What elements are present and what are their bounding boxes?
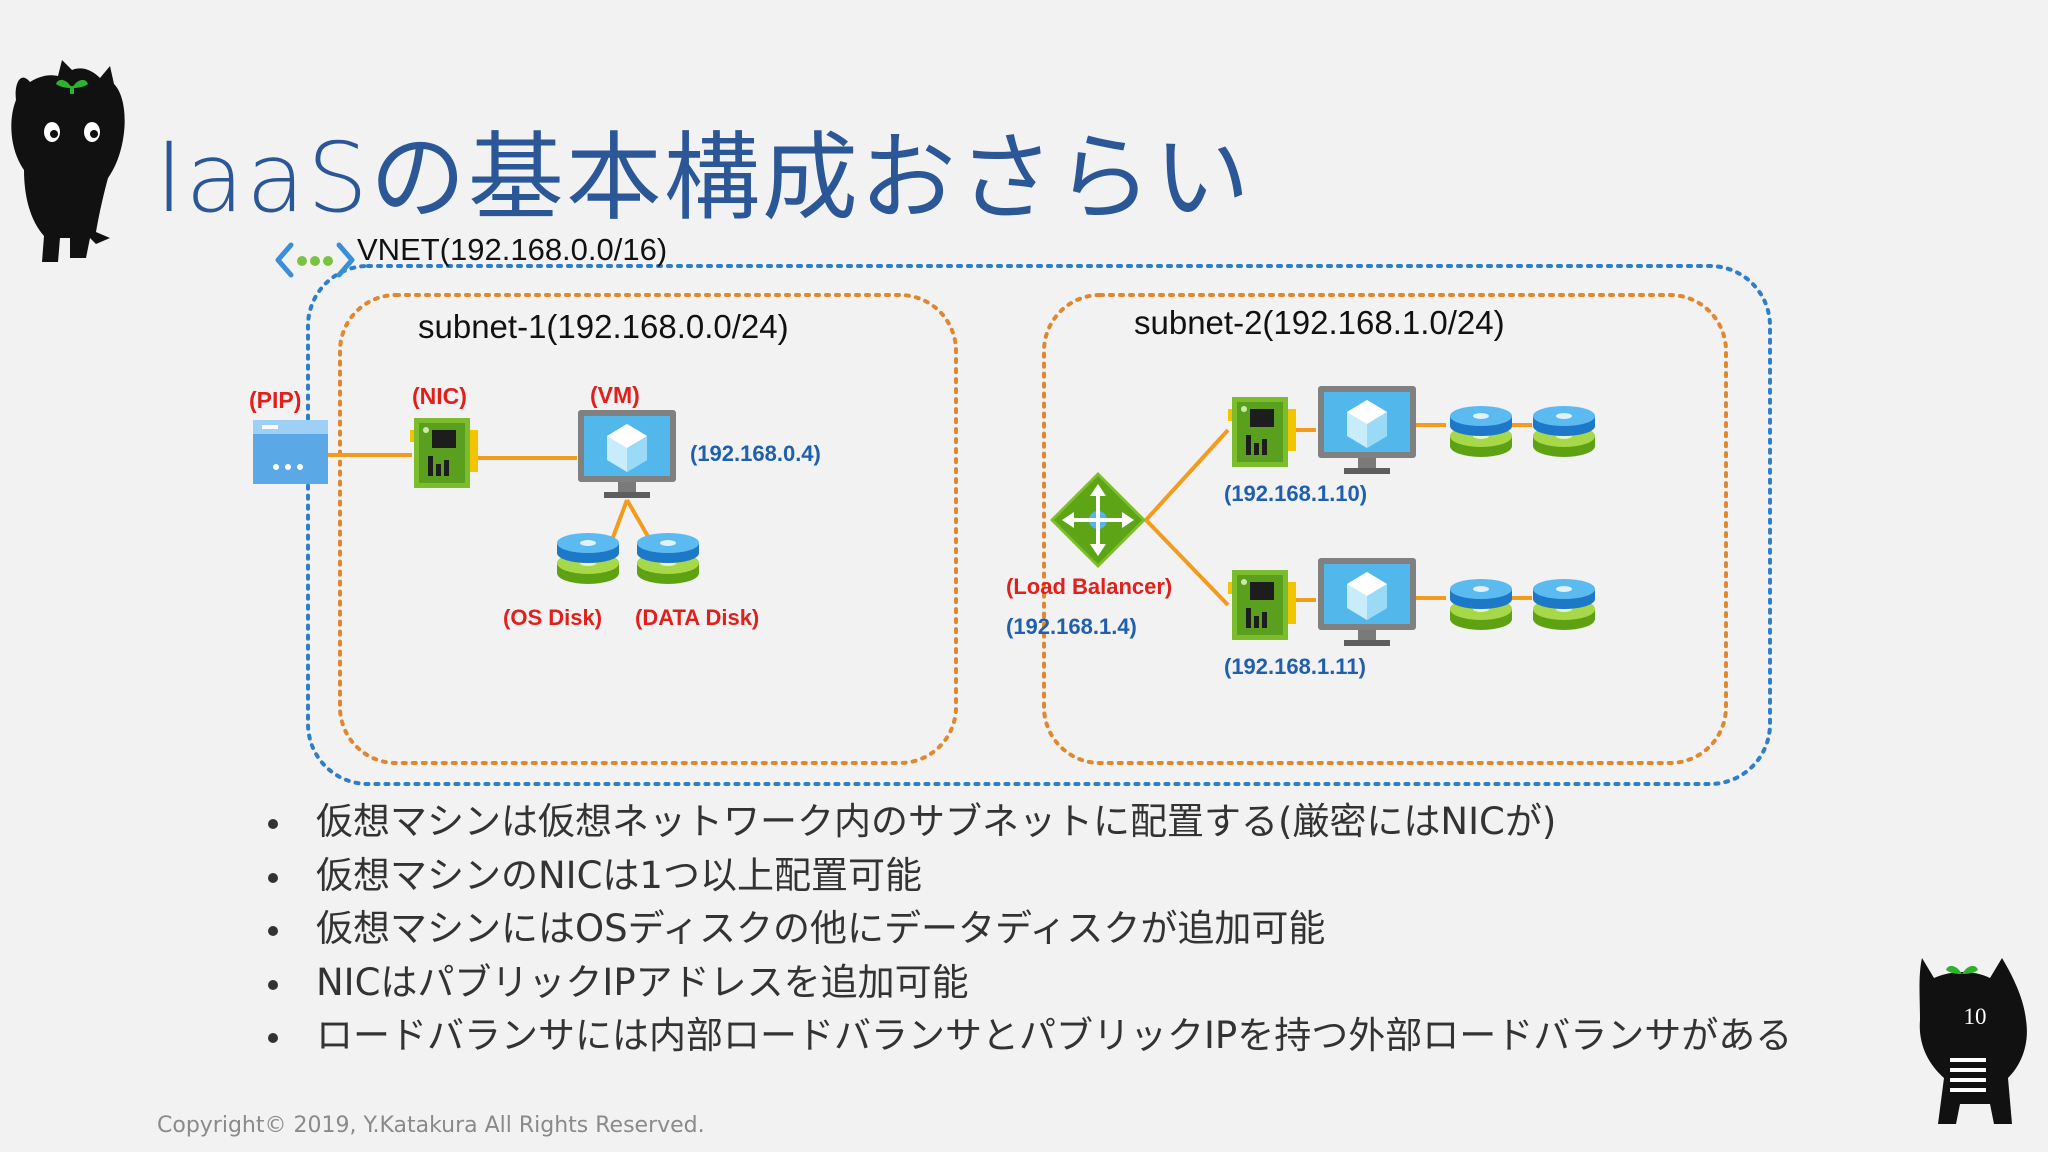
subnet-1-boundary <box>338 293 958 765</box>
load-balancer-icon <box>1050 472 1146 568</box>
page-number: 10 <box>1963 1004 1987 1029</box>
bullet-list: 仮想マシンは仮想ネットワーク内のサブネットに配置する(厳密にはNICが) 仮想マ… <box>262 795 1792 1063</box>
data-disk-icon <box>637 533 699 584</box>
vm-icon <box>1318 558 1416 646</box>
copyright-notice: Copyright© 2019, Y.Katakura All Rights R… <box>157 1113 705 1138</box>
disk-icon <box>1450 406 1512 457</box>
load-balancer-ip: (192.168.1.4) <box>1006 614 1137 639</box>
cat-mascot-icon <box>11 60 125 262</box>
bullet-item: ロードバランサには内部ロードバランサとパブリックIPを持つ外部ロードバランサがあ… <box>262 1009 1792 1063</box>
vm-ip-label: (192.168.0.4) <box>690 441 821 466</box>
nic-icon <box>410 418 478 488</box>
bullet-item: 仮想マシンにはOSディスクの他にデータディスクが追加可能 <box>262 902 1792 956</box>
vm-icon <box>578 410 676 498</box>
disk-icon <box>1533 579 1595 630</box>
nic-label: (NIC) <box>412 383 467 409</box>
subnet-1-label: subnet-1(192.168.0.0/24) <box>418 308 789 345</box>
public-ip-icon <box>253 420 328 484</box>
subnet-2-boundary <box>1042 293 1728 765</box>
bullet-item: 仮想マシンは仮想ネットワーク内のサブネットに配置する(厳密にはNICが) <box>262 795 1792 849</box>
vnet-label: VNET(192.168.0.0/16) <box>357 232 667 267</box>
bullet-item: 仮想マシンのNICは1つ以上配置可能 <box>262 849 1792 903</box>
connectors-subnet-1 <box>327 453 652 541</box>
disk-icon <box>1450 579 1512 630</box>
subnet-2-label: subnet-2(192.168.1.0/24) <box>1134 304 1505 341</box>
vm-icon <box>1318 386 1416 474</box>
bullet-item: NICはパブリックIPアドレスを追加可能 <box>262 956 1792 1010</box>
vnet-boundary <box>306 264 1772 786</box>
connectors-subnet-2 <box>1144 423 1532 607</box>
disk-icon <box>1533 406 1595 457</box>
vm2-ip: (192.168.1.11) <box>1224 654 1366 679</box>
nic-icon <box>1228 570 1296 640</box>
os-disk-icon <box>557 533 619 584</box>
pip-label: (PIP) <box>249 387 301 413</box>
vm-label: (VM) <box>590 382 640 408</box>
cat-mascot-icon <box>1919 958 2027 1124</box>
slide-title: IaaSの基本構成おさらい <box>155 122 1252 234</box>
os-disk-label: (OS Disk) <box>503 605 602 630</box>
vm1-ip: (192.168.1.10) <box>1224 481 1367 506</box>
data-disk-label: (DATA Disk) <box>635 605 759 630</box>
nic-icon <box>1228 397 1296 467</box>
vnet-icon <box>275 242 355 278</box>
load-balancer-label: (Load Balancer) <box>1006 574 1172 599</box>
